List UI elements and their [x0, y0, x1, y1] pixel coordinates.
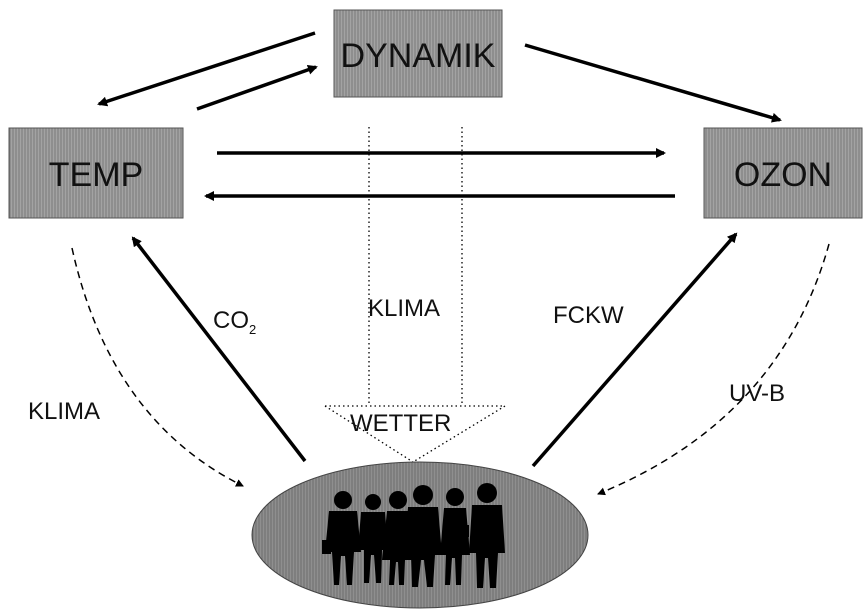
wetter-label: WETTER [350, 410, 451, 437]
arrow-people-to-ozon [531, 232, 738, 468]
co2-label: CO2 [213, 307, 256, 337]
klima-center-label: KLIMA [368, 295, 440, 322]
fckw-label: FCKW [553, 302, 624, 329]
ozon-node: OZON [703, 127, 863, 219]
group-of-people-icon [322, 483, 505, 588]
dotted-down-arrow [324, 127, 506, 463]
temp-label: TEMP [49, 156, 143, 194]
dynamik-label: DYNAMIK [341, 37, 496, 75]
people-node [251, 461, 589, 609]
dashed-arrow-temp-to-people [71, 247, 244, 487]
uvb-label: UV-B [729, 380, 785, 407]
arrow-dynamik-to-ozon [524, 43, 782, 123]
temp-node: TEMP [8, 127, 184, 219]
arrow-people-to-temp [131, 236, 307, 463]
ozon-label: OZON [734, 156, 832, 194]
dashed-arrow-ozon-to-people [597, 243, 830, 496]
klima-left-label: KLIMA [28, 398, 100, 425]
dynamik-node: DYNAMIK [333, 9, 503, 98]
arrow-dynamik-to-temp [97, 31, 316, 107]
arrow-temp-to-dynamik [196, 64, 318, 111]
